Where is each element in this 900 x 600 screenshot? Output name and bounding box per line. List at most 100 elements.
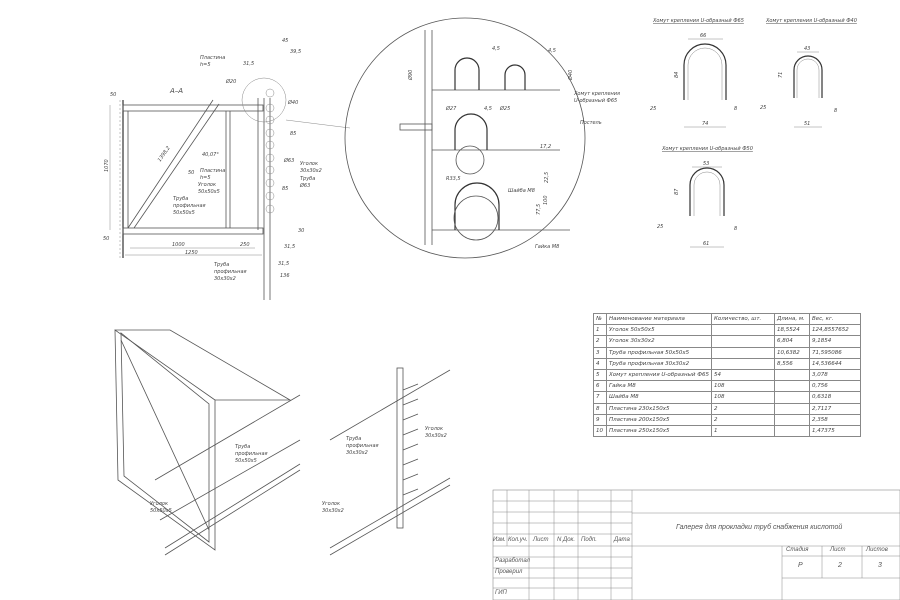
dim: 31,5 [278,261,289,267]
label: Ø63 [299,182,310,189]
stage-label: Стадия [786,547,809,553]
section-title: А–А [169,87,183,95]
sheets-label: Листов [866,547,888,553]
table-cell: Гайка М8 [606,380,712,393]
table-cell: 14,536644 [808,357,861,370]
dim: 50 [188,170,194,176]
clamp-ф50: Хомут крепления U-образный Ф50 53 87 25 … [657,146,753,248]
title-block-grid [492,489,900,600]
table-cell: 6 [593,380,607,393]
label: профильная [346,443,379,449]
table-cell: Хомут крепления U-образный Ф65 [606,368,712,382]
col-izm: Изм. [493,537,506,543]
dim: 74 [702,121,708,127]
dim: 25 [657,224,663,230]
dim: 50 [110,92,116,98]
label: 30x30x2 [322,508,344,514]
developed-label: Разработал [495,558,530,564]
dim: 25 [760,105,766,111]
table-header-cell: Вес, кг. [808,312,861,326]
dim: 61 [703,241,709,247]
label: Труба [235,444,250,450]
table-cell: Уголок 30х30х2 [606,335,712,348]
table-cell: 1,47375 [808,424,861,438]
dim: 22,5 [544,172,550,183]
checked-label: Проверил [495,569,523,575]
table-header-cell: Наименование материала [606,312,712,326]
dim: 71 [778,72,784,78]
dim: 4,5 [492,46,500,52]
label: Пластина [200,168,225,174]
table-cell [773,413,810,426]
clamp-ф65: Хомут крепления U-образный Ф65 66 84 25 … [650,18,744,128]
gip-label: ГИП [495,590,507,596]
table-header-cell: Количество, шт. [710,312,775,326]
table-cell: 0,756 [808,380,861,393]
table-cell: 3 [593,346,607,359]
table-cell: Пластина 230х150х5 [606,402,712,415]
dim: 1250 [185,250,198,256]
table-cell: 9 [593,413,607,426]
label: 50x50x5 [150,508,172,514]
label: Уголок [425,426,443,432]
label: Гайка М8 [535,244,559,250]
label: профильная [173,203,206,209]
label: Хомут крепления [573,91,620,97]
label: 30x30x2 [300,168,322,174]
dim: 100 [543,195,549,205]
table-cell: 18,5524 [773,324,810,337]
drawing-title: Галерея для прокладки труб снабжения кис… [676,524,843,531]
clamp-title: Хомут крепления U-образный Ф65 [652,18,744,24]
table-cell: Шайба М8 [606,391,712,404]
label: Шайба М8 [508,188,535,194]
dim: 77,5 [536,204,542,215]
table-cell [773,368,810,382]
dim: 250 [240,242,250,248]
table-header-cell: Длина, м. [773,312,810,326]
table-cell [773,424,810,438]
table-cell: 8 [593,402,607,415]
dim: 53 [703,161,709,167]
dim: 66 [700,33,706,39]
dim: 8 [734,106,737,112]
label: Пластина [200,55,225,61]
table-cell: 6,804 [773,335,810,348]
col-podp: Подп. [581,537,597,543]
dim: Ø40 [567,70,574,81]
dim: 1070 [104,159,110,172]
col-data: Дата [614,537,630,543]
label: 30x30x2 [214,276,236,282]
table-cell [773,380,810,393]
dim: 136 [280,273,290,279]
dim: Ø27 [445,105,457,112]
label: Труба [300,176,315,182]
table-cell: 2 [710,402,775,415]
dim: R33,5 [446,176,461,182]
dim: 31,5 [284,244,295,250]
label: Уголок [198,182,216,188]
label: 30x30x2 [346,450,368,456]
dim: Ø40 [287,99,298,106]
label: Уголок [300,161,318,167]
dim: 85 [282,186,288,192]
label: Труба [346,436,361,442]
dim: 50 [103,236,109,242]
table-cell: 1 [593,324,607,337]
dim: 51 [804,121,810,127]
dim: Ø90 [407,70,414,81]
dim: 43 [804,46,810,52]
label: h=5 [200,175,211,181]
table-cell: 3,078 [808,368,861,382]
dim: Ø63 [283,157,294,164]
label: 50x50x5 [198,189,220,195]
label: 50x50x5 [173,210,195,216]
clamp-ф40: Хомут крепления U-образный Ф40 43 71 25 … [760,18,857,128]
dim: 25 [650,106,656,112]
dim: 87 [674,188,680,195]
